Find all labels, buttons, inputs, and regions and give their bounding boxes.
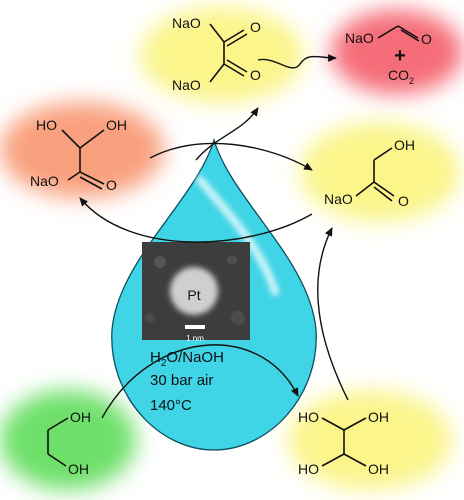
tartronate-oh: OH: [106, 117, 127, 133]
glycerol-ho-top: HO: [298, 409, 319, 425]
oxalate-structure: [209, 23, 248, 83]
pressure-label: 30 bar air: [150, 372, 213, 389]
arrow-ethylene-glycol-to-glycerol: [101, 344, 299, 419]
formate-o: O: [421, 31, 432, 47]
formate-structure: [377, 25, 420, 42]
co2-label: CO2: [388, 67, 414, 86]
glycerol-ho-bottom: HO: [298, 461, 319, 477]
oxalate-o-top: O: [250, 19, 261, 35]
formate-nao: NaO: [345, 30, 374, 46]
glycerol-structure: [321, 417, 367, 467]
drop-highlight: [196, 176, 279, 296]
tartronate-structure: [61, 129, 105, 190]
scale-bar: [185, 325, 205, 329]
glycolate-o: O: [398, 193, 409, 209]
arrow-tartronate-to-glycolate: [149, 142, 313, 171]
glycerol-oh-top: OH: [368, 409, 389, 425]
glycolate-structure: [355, 147, 395, 202]
plus-sign: +: [394, 45, 406, 67]
tartronate-nao: NaO: [30, 173, 59, 189]
pt-label: Pt: [187, 287, 200, 303]
ethylene-glycol-oh-top: OH: [70, 409, 91, 425]
tartronate-o: O: [106, 177, 117, 193]
arrow-oxalate-to-formate: [257, 54, 337, 69]
solvent-label: H2O/NaOH: [150, 349, 224, 369]
arrow-to-oxalate: [195, 107, 259, 161]
glycerol-highlight: [288, 390, 452, 490]
pt-nanoparticle: [170, 267, 218, 315]
temperature-label: 140°C: [150, 397, 192, 414]
oxalate-nao-top: NaO: [172, 15, 201, 31]
tem-image: Pt 1 nm: [142, 242, 250, 343]
tartronate-ho: HO: [36, 117, 57, 133]
oxalate-o-bottom: O: [250, 67, 261, 83]
oxalate-highlight: [140, 7, 304, 103]
formate-highlight: [331, 10, 463, 94]
glycolate-nao: NaO: [324, 191, 353, 207]
arrow-glycerol-to-glycolate: [317, 227, 349, 401]
arrow-glycolate-to-tartronate: [79, 197, 313, 243]
glycerol-oh-bottom: OH: [368, 461, 389, 477]
tartronate-highlight: [0, 102, 164, 198]
glycolate-oh: OH: [394, 137, 415, 153]
scale-label: 1 nm: [186, 334, 204, 343]
ethylene-glycol-structure: [47, 417, 69, 467]
glycolate-highlight: [300, 122, 460, 222]
oxalate-nao-bottom: NaO: [172, 77, 201, 93]
ethylene-glycol-oh-bottom: OH: [68, 461, 89, 477]
ethylene-glycol-highlight: [0, 390, 136, 490]
